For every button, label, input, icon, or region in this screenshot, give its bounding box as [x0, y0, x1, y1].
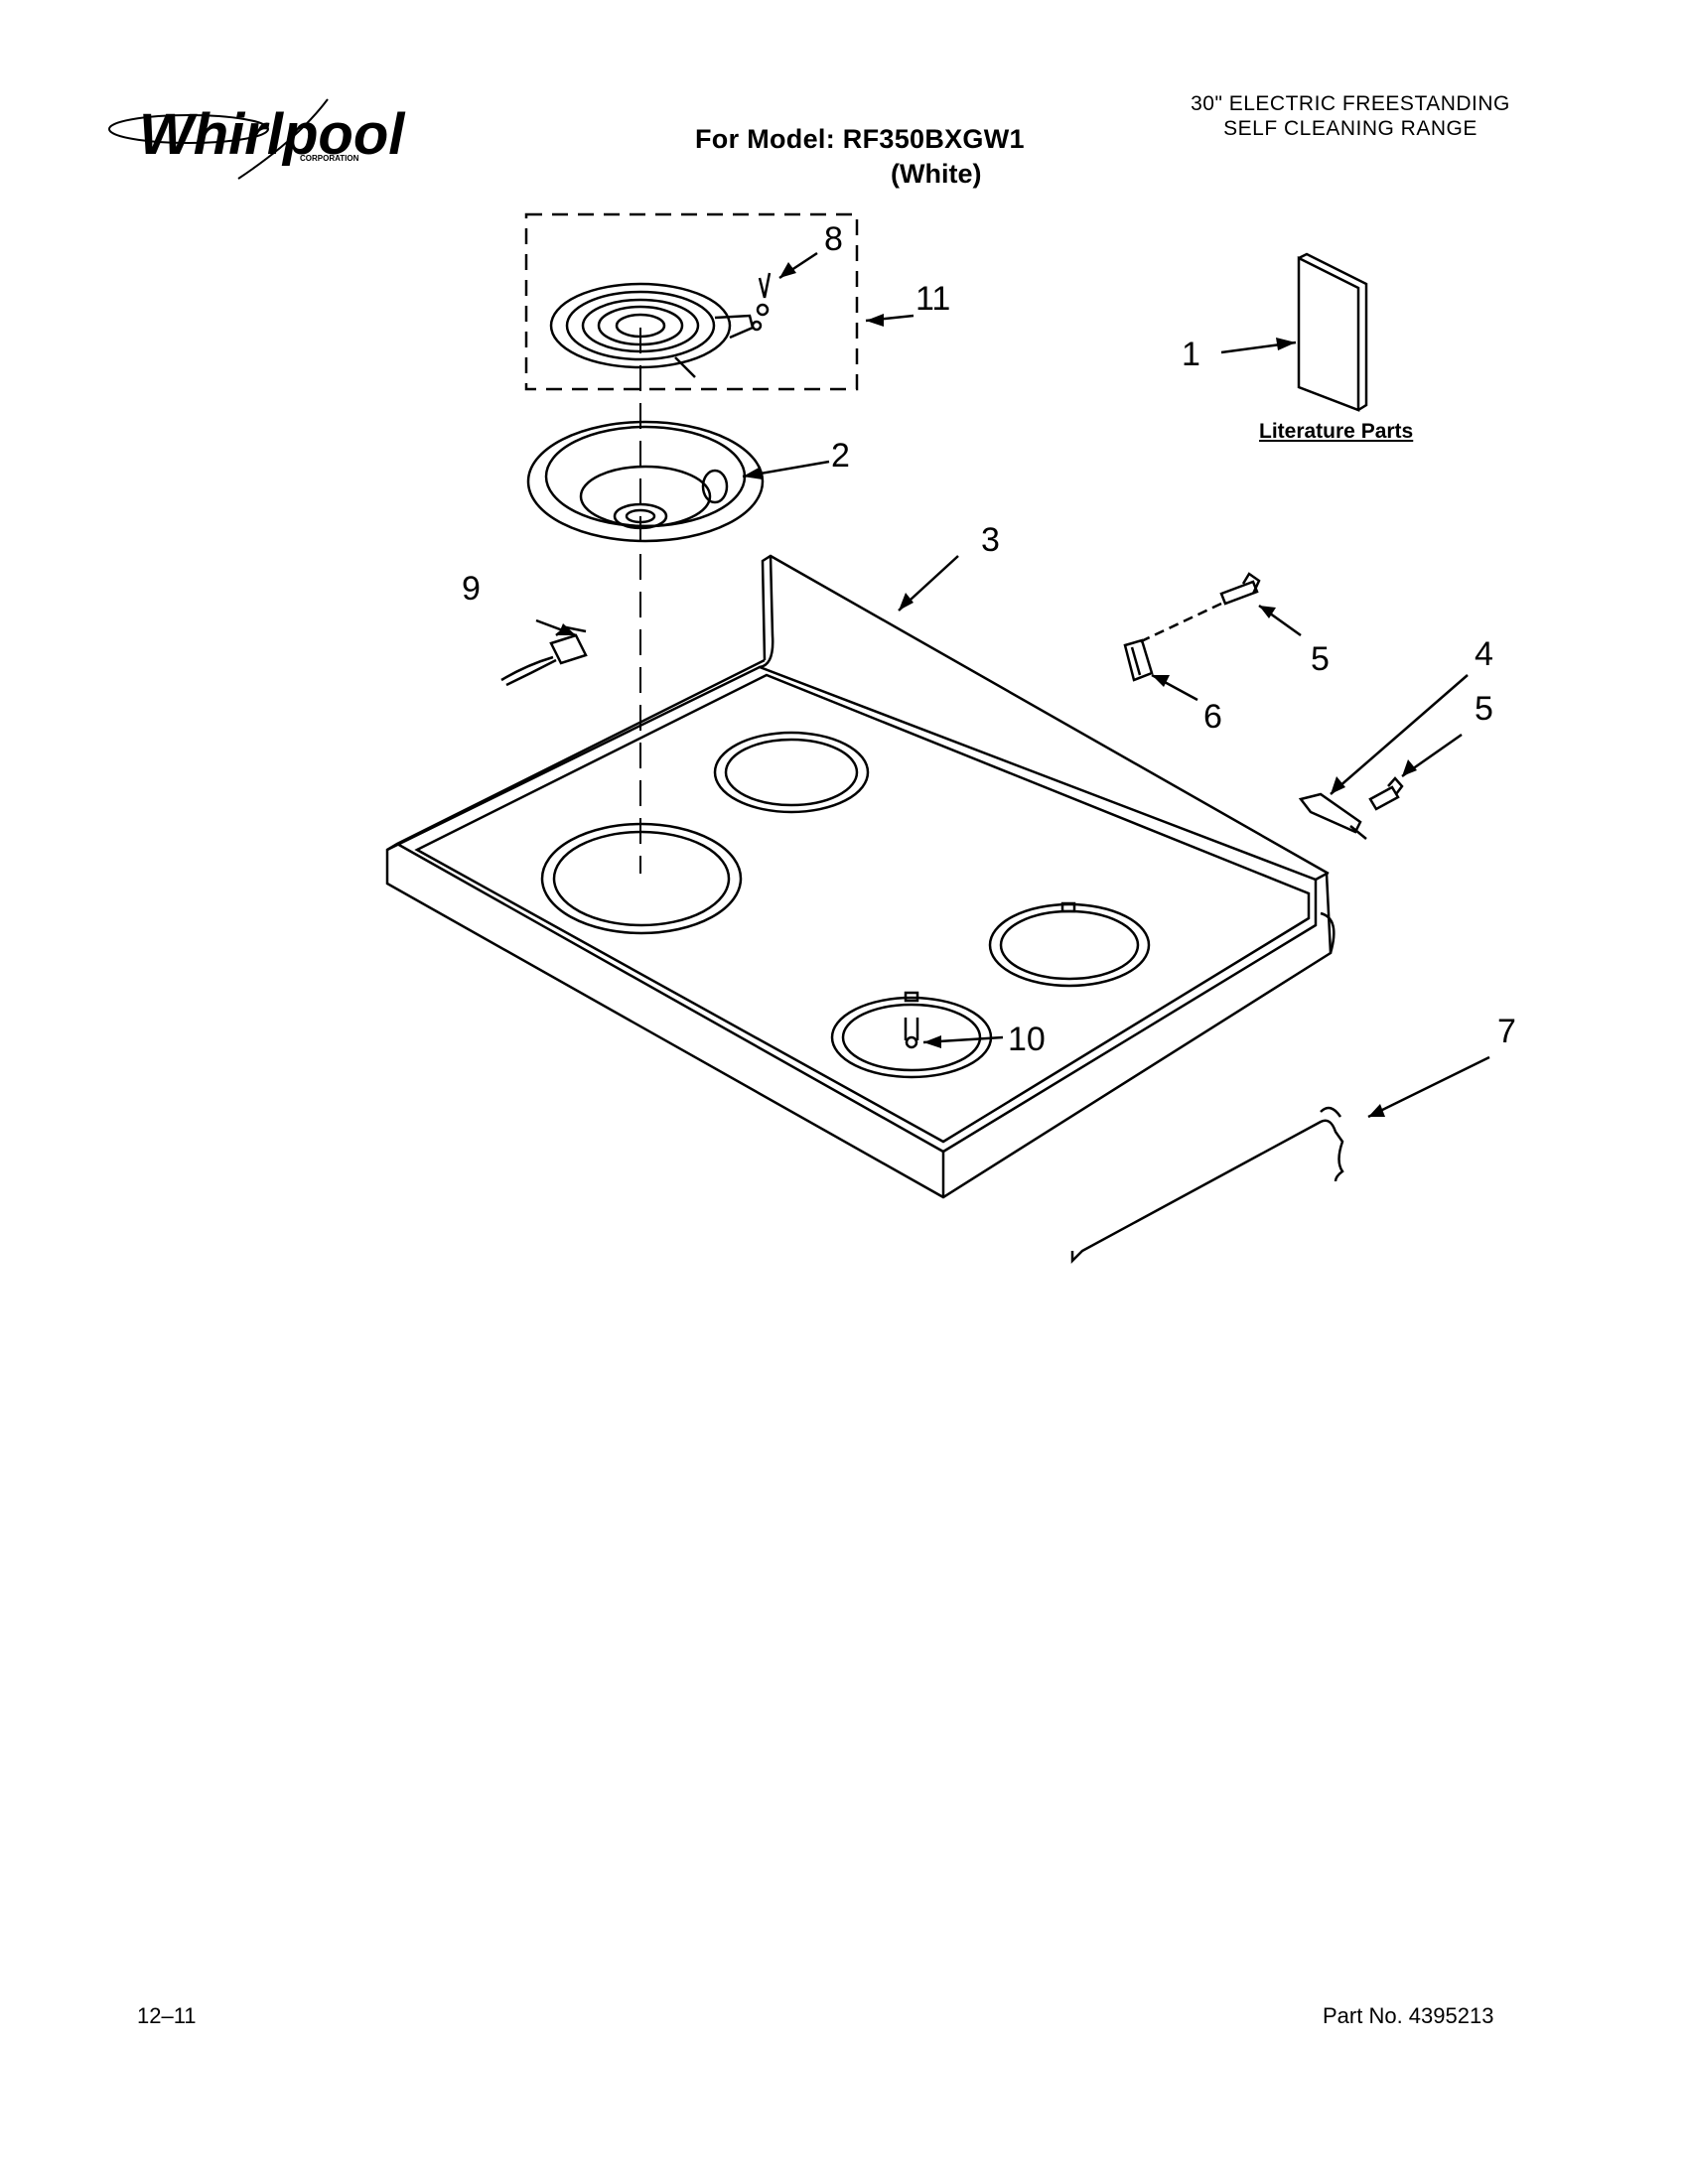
part-number: Part No. 4395213 — [1323, 2003, 1494, 2028]
callout-7: 7 — [1497, 1013, 1516, 1050]
callout-1: 1 — [1182, 336, 1200, 373]
leader-arrowheads — [558, 262, 1417, 1117]
callout-5-top: 5 — [1311, 640, 1330, 678]
callout-10: 10 — [1008, 1021, 1046, 1058]
literature-parts-label: Literature Parts — [1259, 420, 1414, 443]
literature-book — [1297, 252, 1368, 412]
callout-3: 3 — [981, 521, 1000, 559]
drip-bowl — [526, 420, 765, 543]
callout-4: 4 — [1475, 635, 1493, 673]
screw-top — [1136, 572, 1261, 645]
bracket — [1298, 792, 1367, 840]
model-number: For Model: RF350BXGW1 — [695, 124, 1025, 154]
rod — [1070, 1106, 1344, 1265]
product-title-line-1: 30" ELECTRIC FREESTANDING — [1191, 92, 1510, 115]
surface-element-assembly-box — [524, 212, 859, 391]
callout-8: 8 — [824, 220, 843, 258]
surface-element-coil — [549, 272, 772, 378]
callout-labels: 1 2 3 4 5 5 6 7 8 9 10 11 — [462, 220, 1516, 1058]
cooktop — [385, 554, 1336, 1199]
callout-5-bottom: 5 — [1475, 690, 1493, 728]
product-title: 30" ELECTRIC FREESTANDING SELF CLEANING … — [1157, 91, 1544, 141]
date-code: 12–11 — [137, 2003, 197, 2028]
model-color: (White) — [891, 159, 982, 189]
callout-6: 6 — [1203, 698, 1222, 736]
brand-logotype: Whirlpool — [139, 102, 406, 167]
terminal-block — [500, 625, 588, 687]
callout-2: 2 — [831, 437, 850, 475]
leader-lines — [535, 251, 1490, 1119]
product-title-line-2: SELF CLEANING RANGE — [1223, 117, 1477, 140]
callout-11: 11 — [915, 280, 950, 318]
screw-bottom — [1368, 776, 1404, 811]
brand-sub: CORPORATION — [300, 154, 359, 163]
clip — [1123, 638, 1154, 682]
whirlpool-logo: Whirlpool CORPORATION — [108, 98, 406, 180]
callout-9: 9 — [462, 570, 481, 608]
